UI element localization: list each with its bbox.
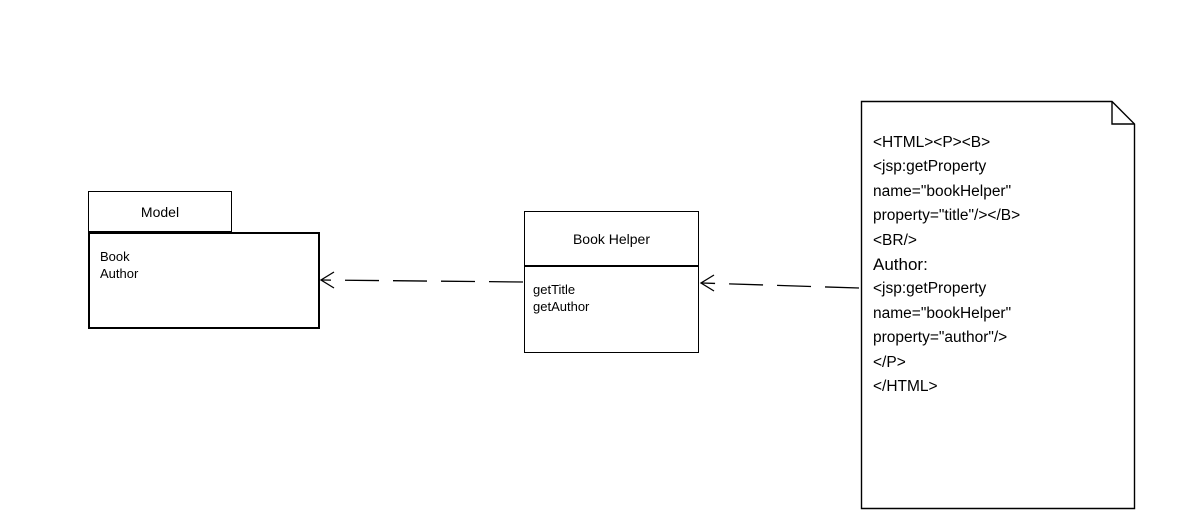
note-line: name="bookHelper"	[873, 182, 1012, 200]
note-line: <jsp:getProperty	[873, 280, 987, 298]
book-helper-name-compartment: Book Helper	[525, 212, 698, 267]
note-line: property="title"/></B>	[873, 207, 1021, 225]
book-helper-operations: getTitle getAuthor	[525, 267, 698, 315]
model-package-tab[interactable]: Model	[88, 191, 232, 232]
arrowhead-model	[319, 271, 335, 289]
note-line: property="author"/>	[873, 329, 1008, 347]
jsp-note-text: <HTML><P><B> <jsp:getProperty name="book…	[873, 131, 1128, 399]
operation-get-title: getTitle	[533, 282, 576, 297]
dependency-line-note-to-helper	[701, 282, 860, 289]
model-package-body[interactable]: Book Author	[88, 232, 320, 329]
arrowhead-book-helper	[699, 274, 715, 292]
book-helper-class-name: Book Helper	[572, 230, 651, 247]
note-line: </P>	[873, 353, 906, 371]
note-line: <HTML><P><B>	[873, 134, 991, 151]
note-line: <jsp:getProperty	[873, 158, 987, 176]
note-outline	[860, 100, 1136, 510]
note-line: name="bookHelper"	[873, 304, 1012, 322]
model-item-book: Book	[100, 249, 130, 264]
operation-get-author: getAuthor	[533, 299, 590, 314]
note-line: <BR/>	[873, 231, 917, 249]
model-item-author: Author	[100, 266, 139, 281]
model-package-name: Model	[140, 203, 180, 220]
note-line: </HTML>	[873, 378, 938, 396]
jsp-note-shape[interactable]	[860, 100, 1136, 510]
note-line: Author:	[873, 255, 928, 275]
note-folded-corner	[1111, 101, 1135, 125]
dependency-line-helper-to-model	[321, 279, 524, 283]
book-helper-class[interactable]: Book Helper getTitle getAuthor	[524, 211, 699, 353]
